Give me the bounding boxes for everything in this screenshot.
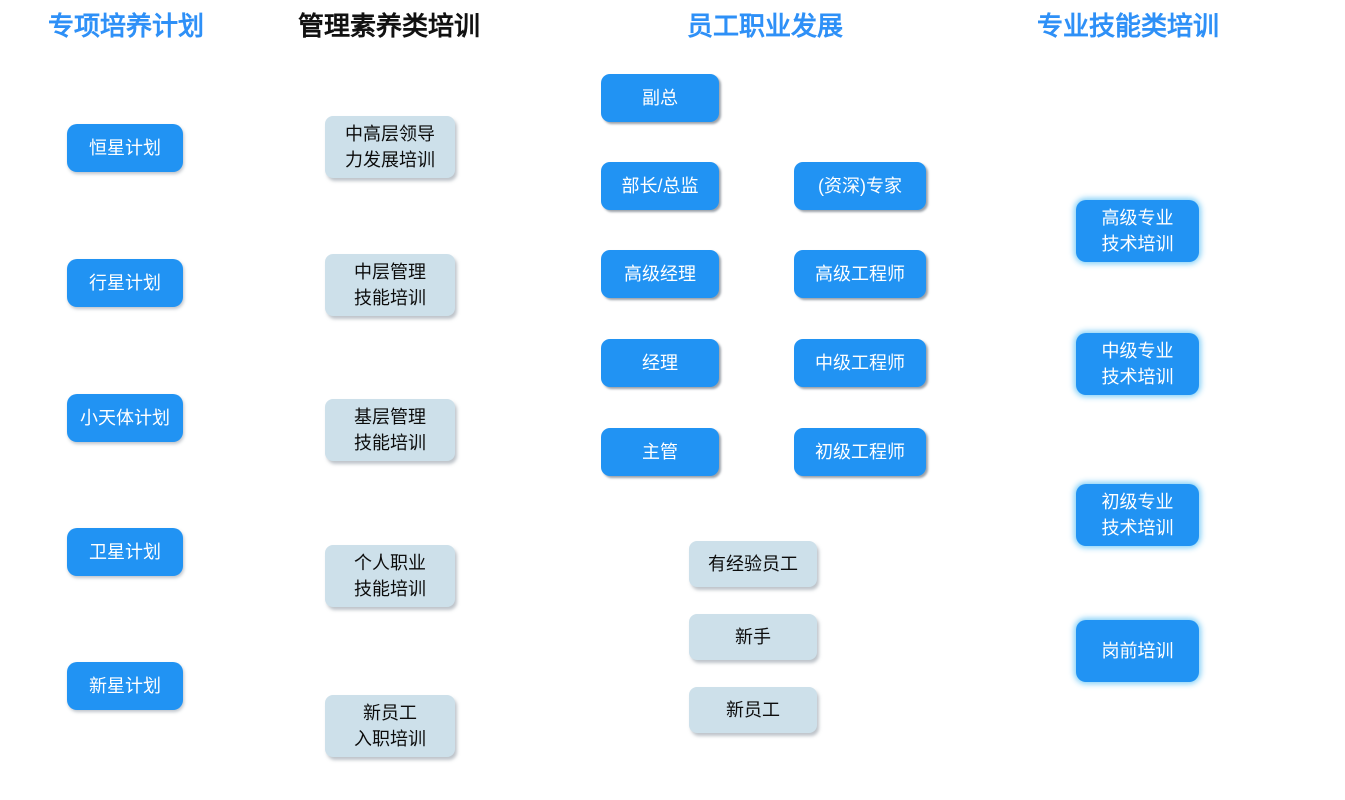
node-senior-engineer: 高级工程师 bbox=[794, 250, 926, 298]
node-experienced-staff: 有经验员工 bbox=[689, 541, 817, 587]
column-header-management-training: 管理素养类培训 bbox=[297, 10, 480, 41]
node-pre-job-training: 岗前培训 bbox=[1076, 620, 1199, 682]
node-director: 部长/总监 bbox=[601, 162, 719, 210]
node-nova-plan: 新星计划 bbox=[67, 662, 183, 710]
node-middle-management-training: 中层管理 技能培训 bbox=[325, 254, 455, 316]
column-header-skill-training: 专业技能类培训 bbox=[1036, 10, 1219, 41]
node-mid-tech-training: 中级专业 技术培训 bbox=[1076, 333, 1199, 395]
node-junior-engineer: 初级工程师 bbox=[794, 428, 926, 476]
column-header-special-programs: 专项培养计划 bbox=[47, 10, 204, 41]
node-minor-body-plan: 小天体计划 bbox=[67, 394, 183, 442]
node-satellite-plan: 卫星计划 bbox=[67, 528, 183, 576]
node-novice: 新手 bbox=[689, 614, 817, 660]
node-new-employee: 新员工 bbox=[689, 687, 817, 733]
node-senior-expert: (资深)专家 bbox=[794, 162, 926, 210]
node-vice-president: 副总 bbox=[601, 74, 719, 122]
column-header-career-development: 员工职业发展 bbox=[686, 10, 843, 41]
node-manager: 经理 bbox=[601, 339, 719, 387]
node-frontline-management-training: 基层管理 技能培训 bbox=[325, 399, 455, 461]
node-junior-tech-training: 初级专业 技术培训 bbox=[1076, 484, 1199, 546]
node-star-plan: 恒星计划 bbox=[67, 124, 183, 172]
node-mid-engineer: 中级工程师 bbox=[794, 339, 926, 387]
node-supervisor: 主管 bbox=[601, 428, 719, 476]
node-senior-leadership-training: 中高层领导 力发展培训 bbox=[325, 116, 455, 178]
node-senior-tech-training: 高级专业 技术培训 bbox=[1076, 200, 1199, 262]
node-planet-plan: 行星计划 bbox=[67, 259, 183, 307]
node-newhire-onboarding-training: 新员工 入职培训 bbox=[325, 695, 455, 757]
node-personal-skills-training: 个人职业 技能培训 bbox=[325, 545, 455, 607]
node-senior-manager: 高级经理 bbox=[601, 250, 719, 298]
